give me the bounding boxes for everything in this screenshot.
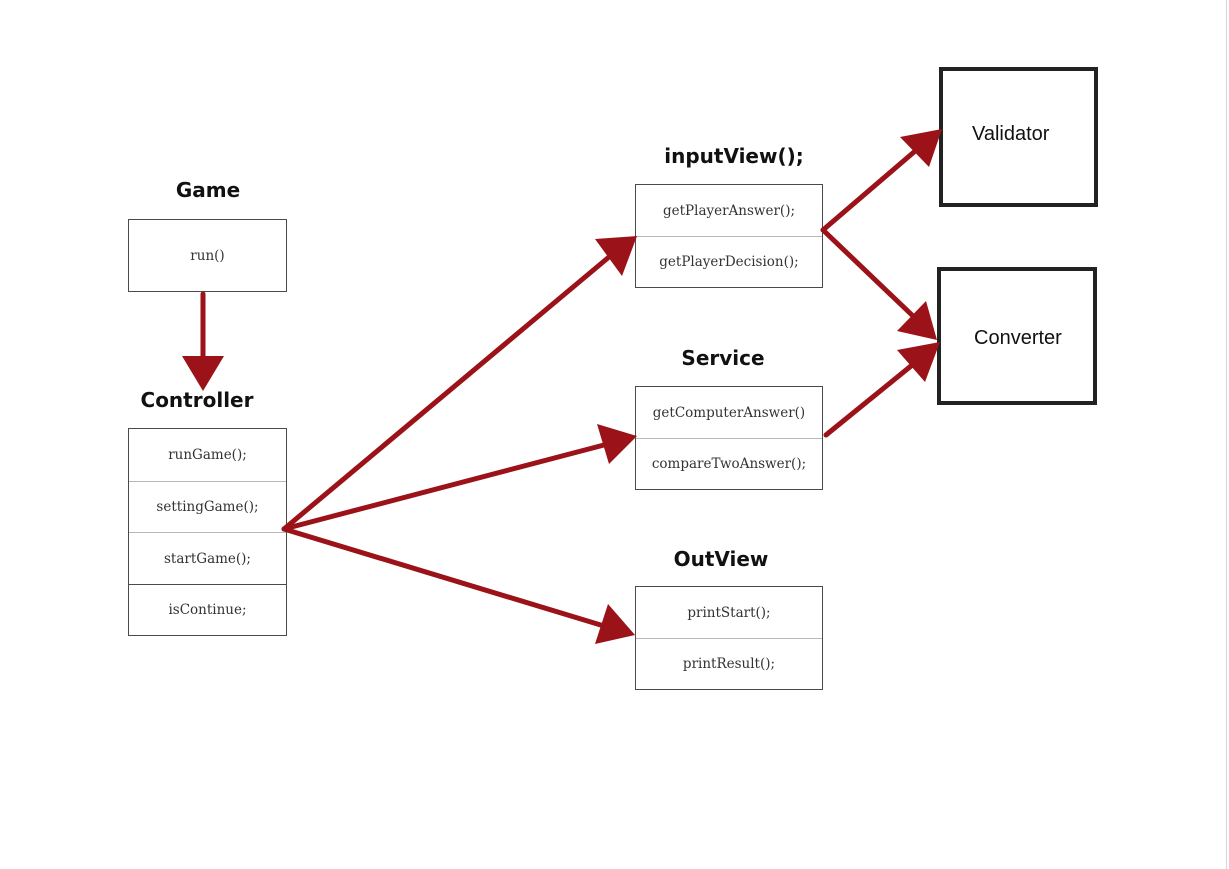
outview-method-printresult: printResult(); (636, 638, 822, 689)
controller-method-settinggame: settingGame(); (129, 481, 286, 532)
arrow-controller-to-outview (281, 526, 635, 644)
controller-title: Controller (140, 388, 254, 412)
controller-class-box: runGame(); settingGame(); startGame(); i… (128, 428, 287, 636)
controller-method-startgame: startGame(); (129, 532, 286, 584)
service-method-getcomputeranswer: getComputerAnswer() (652, 404, 806, 421)
service-class-box: getComputerAnswer() compareTwoAnswer(); (635, 386, 823, 490)
game-class-box: run() (128, 219, 287, 292)
outview-title: OutView (673, 547, 769, 571)
service-title: Service (681, 346, 765, 370)
validator-box: Validator (939, 67, 1098, 207)
outview-class-box: printStart(); printResult(); (635, 586, 823, 690)
game-method-run: run() (190, 247, 225, 264)
inputview-title: inputView(); (664, 144, 804, 168)
outview-method-printstart: printStart(); (687, 604, 771, 621)
inputview-method-getplayeranswer: getPlayerAnswer(); (662, 202, 796, 219)
validator-label: Validator (972, 123, 1050, 145)
controller-method-rungame: runGame(); (168, 447, 247, 463)
arrow-inputview-to-converter (820, 227, 937, 340)
inputview-class-box: getPlayerAnswer(); getPlayerDecision(); (635, 184, 823, 288)
converter-label: Converter (974, 327, 1062, 349)
page-edge (1226, 0, 1227, 869)
arrow-controller-to-inputview (281, 236, 637, 532)
game-title: Game (175, 178, 241, 202)
arrow-controller-to-service (281, 424, 637, 532)
arrow-game-to-controller (182, 291, 224, 391)
controller-field-iscontinue: isContinue; (129, 584, 286, 635)
inputview-method-getplayerdecision: getPlayerDecision(); (636, 236, 822, 287)
converter-box: Converter (937, 267, 1097, 405)
arrow-service-to-converter (823, 342, 940, 438)
service-method-comparetwoanswer: compareTwoAnswer(); (636, 438, 822, 489)
arrow-inputview-to-validator (820, 129, 942, 233)
